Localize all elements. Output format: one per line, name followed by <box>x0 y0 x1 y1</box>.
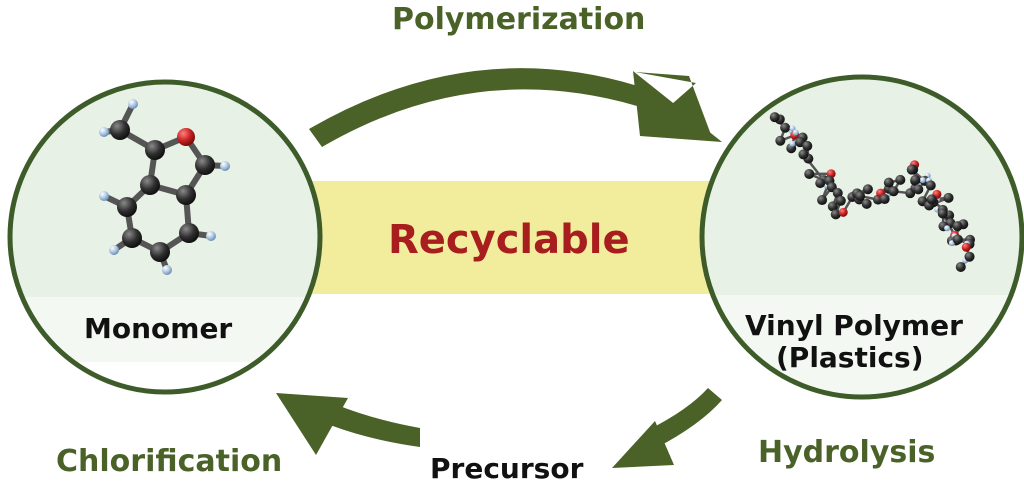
chlorification-arrow <box>276 393 420 455</box>
polymer-molecule <box>769 112 975 272</box>
polymer-carbon-atom <box>883 177 894 188</box>
polymer-hydrogen-atom <box>792 129 799 136</box>
polymer-carbon-atom <box>835 195 846 206</box>
polymer-carbon-atom <box>862 184 873 195</box>
polymerization-label: Polymerization <box>392 2 646 37</box>
polymer-oxygen-atom <box>961 242 971 252</box>
monomer-node <box>7 79 323 395</box>
polymer-carbon-atom <box>817 195 828 206</box>
polymer-carbon-atom <box>943 192 954 203</box>
polymerization-arrow <box>309 68 722 147</box>
polymer-hydrogen-atom <box>789 140 796 147</box>
polymer-carbon-atom <box>775 135 786 146</box>
polymer-hydrogen-atom <box>789 125 796 132</box>
polymer-carbon-atom <box>906 164 917 175</box>
polymer-carbon-atom <box>832 187 843 198</box>
recyclable-label: Recyclable <box>388 217 630 263</box>
polymer-carbon-atom <box>913 184 924 195</box>
chlorification-label: Chlorification <box>56 444 283 479</box>
polymer-carbon-atom <box>955 261 966 272</box>
polymer-carbon-atom <box>855 191 866 202</box>
polymer-carbon-atom <box>827 201 838 212</box>
polymer-carbon-atom <box>895 174 906 185</box>
polymer-carbon-atom <box>815 178 826 189</box>
monomer-molecule <box>99 99 230 275</box>
polymer-carbon-atom <box>798 149 809 160</box>
polymer-hydrogen-atom <box>944 225 951 232</box>
polymer-hydrogen-atom <box>919 177 926 184</box>
polymer-carbon-atom <box>952 234 963 245</box>
polymer-node <box>699 74 1024 400</box>
polymer-carbon-atom <box>802 140 813 151</box>
polymer-carbon-atom <box>910 174 921 185</box>
hydrolysis-arrow <box>612 388 722 468</box>
polymer-carbon-atom <box>925 180 936 191</box>
polymer-carbon-atom <box>937 208 948 219</box>
polymer-carbon-atom <box>830 209 841 220</box>
polymer-carbon-atom <box>952 221 963 232</box>
polymer-label-line2: (Plastics) <box>776 341 924 374</box>
polymer-carbon-atom <box>804 168 815 179</box>
polymer-carbon-atom <box>964 251 975 262</box>
polymer-carbon-atom <box>861 198 872 209</box>
polymer-oxygen-atom <box>838 207 848 217</box>
polymer-label-line1: Vinyl Polymer <box>745 309 963 342</box>
hydrolysis-label: Hydrolysis <box>758 435 936 470</box>
polymer-carbon-atom <box>769 112 780 123</box>
polymer-carbon-atom <box>780 122 791 133</box>
precursor-label: Precursor <box>430 452 584 485</box>
monomer-label: Monomer <box>84 312 233 345</box>
polymer-carbon-atom <box>888 186 899 197</box>
polymer-carbon-atom <box>926 194 937 205</box>
polymer-carbon-atom <box>879 194 890 205</box>
